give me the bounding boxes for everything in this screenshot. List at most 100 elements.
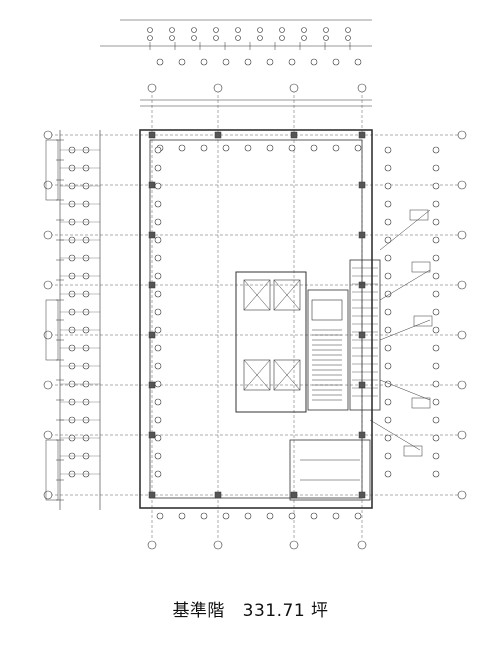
fixture-symbol: [432, 452, 440, 460]
fixture-symbol: [279, 35, 285, 41]
fixture-symbol: [310, 144, 318, 152]
callout-box: [411, 397, 431, 409]
fixture-symbol: [384, 452, 392, 460]
fixture-symbol: [191, 27, 197, 33]
fixture-symbol: [200, 144, 208, 152]
fixture-symbol: [323, 27, 329, 33]
elevator-cross: [273, 279, 301, 311]
fixture-symbol: [178, 58, 186, 66]
fixture-symbol: [432, 254, 440, 262]
fixture-symbol: [244, 144, 252, 152]
fixture-symbol: [345, 35, 351, 41]
stair: [311, 299, 343, 321]
fixture-symbol: [154, 326, 162, 334]
fixture-symbol: [235, 35, 241, 41]
fixture-symbol: [154, 218, 162, 226]
lobby-area: [289, 439, 371, 501]
fixture-symbol: [432, 290, 440, 298]
area-unit: 坪: [311, 601, 329, 621]
fixture-symbol: [354, 144, 362, 152]
fixture-symbol: [178, 512, 186, 520]
fixture-symbol: [384, 416, 392, 424]
fixture-symbol: [384, 200, 392, 208]
fixture-symbol: [257, 35, 263, 41]
leader-line: [379, 269, 431, 301]
grid-bubble: [457, 280, 467, 290]
grid-bubble: [43, 380, 53, 390]
fixture-symbol: [332, 144, 340, 152]
fixture-symbol: [384, 344, 392, 352]
elevator-shaft: [273, 279, 301, 311]
fixture-symbol: [154, 434, 162, 442]
fixture-symbol: [310, 58, 318, 66]
fixture-symbol: [154, 200, 162, 208]
fixture-symbol: [154, 470, 162, 478]
column: [148, 491, 156, 499]
fixture-symbol: [156, 58, 164, 66]
fixture-symbol: [154, 290, 162, 298]
elevator-shaft: [243, 279, 271, 311]
title-block: [45, 299, 59, 361]
fixture-symbol: [345, 27, 351, 33]
leader-line: [369, 419, 421, 451]
fixture-symbol: [432, 326, 440, 334]
column: [148, 131, 156, 139]
column: [148, 331, 156, 339]
fixture-symbol: [169, 27, 175, 33]
floor-label: 基準階: [172, 601, 225, 621]
fixture-symbol: [154, 236, 162, 244]
fixture-symbol: [432, 200, 440, 208]
grid-bubble: [457, 180, 467, 190]
grid-bubble: [289, 83, 299, 93]
fixture-symbol: [154, 164, 162, 172]
grid-bubble: [289, 540, 299, 550]
fixture-symbol: [432, 470, 440, 478]
elevator-cross: [273, 359, 301, 391]
grid-bubble: [43, 330, 53, 340]
column: [148, 281, 156, 289]
grid-bubble: [43, 180, 53, 190]
fixture-symbol: [178, 144, 186, 152]
elevator-cross: [243, 279, 271, 311]
fixture-symbol: [154, 254, 162, 262]
fixture-symbol: [432, 362, 440, 370]
fixture-symbol: [432, 434, 440, 442]
area-value: 331.71: [242, 601, 306, 621]
core-block: [235, 271, 307, 413]
grid-bubble: [457, 490, 467, 500]
fixture-symbol: [384, 362, 392, 370]
fixture-symbol: [384, 254, 392, 262]
fixture-symbol: [432, 416, 440, 424]
floor-plan-drawing: [43, 19, 467, 550]
fixture-symbol: [154, 272, 162, 280]
grid-bubble: [457, 130, 467, 140]
grid-bubble: [213, 540, 223, 550]
floor-caption: 基準階 331.71 坪: [0, 596, 501, 621]
column: [358, 231, 366, 239]
callout-box: [413, 315, 433, 327]
fixture-symbol: [432, 344, 440, 352]
grid-bubble: [43, 490, 53, 500]
fixture-symbol: [288, 512, 296, 520]
grid-bubble: [43, 230, 53, 240]
column: [290, 491, 298, 499]
fixture-symbol: [432, 308, 440, 316]
fixture-symbol: [384, 182, 392, 190]
fixture-symbol: [384, 434, 392, 442]
column: [148, 431, 156, 439]
fixture-symbol: [154, 416, 162, 424]
column: [358, 491, 366, 499]
fixture-symbol: [301, 27, 307, 33]
fixture-symbol: [288, 144, 296, 152]
fixture-symbol: [323, 35, 329, 41]
grid-bubble: [457, 230, 467, 240]
grid-bubble: [457, 430, 467, 440]
fixture-symbol: [384, 218, 392, 226]
fixture-symbol: [384, 470, 392, 478]
column: [148, 181, 156, 189]
fixture-symbol: [154, 398, 162, 406]
fixture-symbol: [147, 35, 153, 41]
fixture-symbol: [384, 308, 392, 316]
fixture-symbol: [332, 58, 340, 66]
leader-line: [379, 379, 431, 401]
